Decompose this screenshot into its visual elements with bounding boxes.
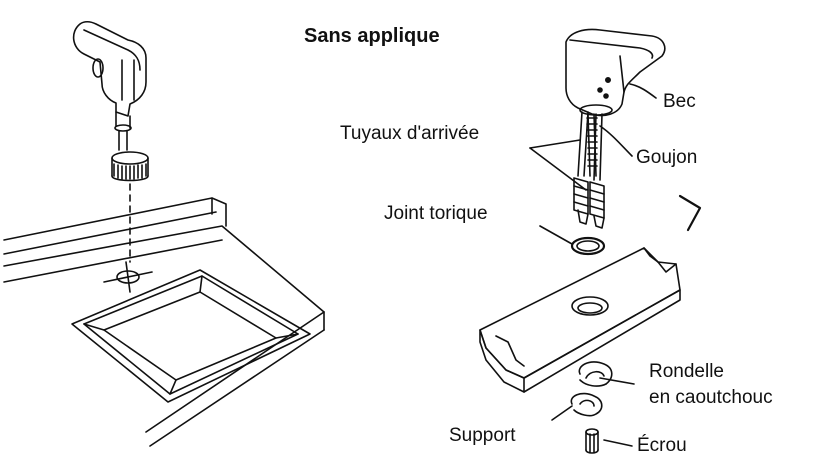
label-bec: Bec: [663, 91, 696, 112]
right-rubber-washer: [578, 361, 635, 387]
right-countertop-slab: [479, 247, 681, 393]
left-counter-sink: [3, 197, 325, 447]
label-support: Support: [449, 425, 516, 446]
right-nut: [585, 428, 633, 454]
label-goujon: Goujon: [636, 147, 698, 168]
goujon-leader: [599, 125, 633, 157]
diagram-title: Sans applique: [304, 25, 440, 47]
hook-mark: [678, 194, 702, 232]
label-rondelle-line1: Rondelle: [649, 361, 724, 382]
joint-leader: [539, 225, 573, 245]
right-spout: [565, 28, 666, 117]
right-pipes-stud: [529, 111, 605, 229]
bec-leader: [629, 83, 657, 99]
right-oring: [570, 236, 606, 256]
right-support: [551, 392, 603, 421]
label-joint: Joint torique: [384, 203, 488, 224]
label-tuyaux: Tuyaux d'arrivée: [340, 123, 480, 144]
label-ecrou: Écrou: [637, 435, 687, 456]
left-faucet: [72, 20, 149, 263]
label-rondelle-line2: en caoutchouc: [649, 387, 773, 408]
